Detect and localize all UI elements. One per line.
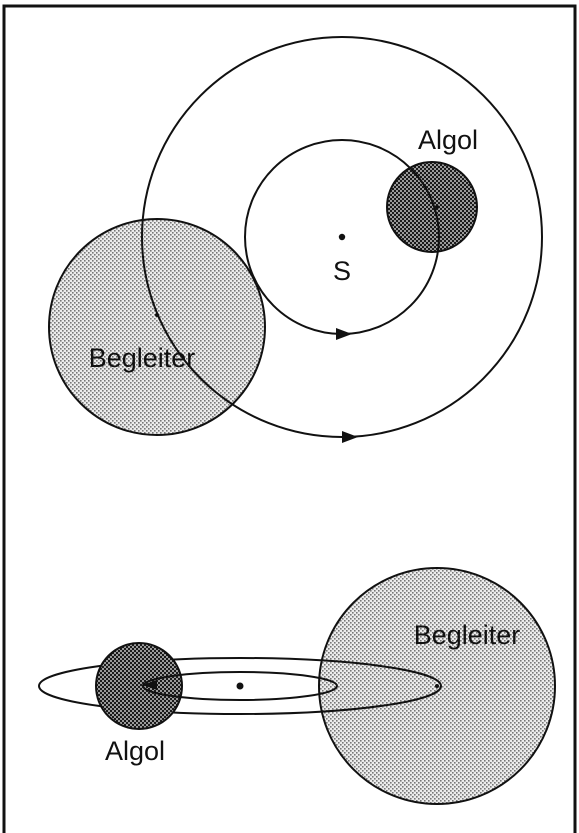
- barycenter-dot: [338, 233, 346, 241]
- barycenter-dot-side: [236, 682, 244, 690]
- companion-label-side: Begleiter: [414, 620, 521, 650]
- primary-star-top: [386, 161, 478, 253]
- barycenter-label: S: [333, 256, 351, 286]
- companion-center-dot-top: [155, 313, 159, 317]
- primary-star-side: [95, 642, 183, 730]
- orbit-arrow-inner: [336, 328, 352, 340]
- primary-label-side: Algol: [105, 736, 165, 766]
- primary-center-dot-top: [435, 205, 439, 209]
- frame-border: [2, 4, 577, 833]
- side-view: Algol Begleiter: [38, 567, 556, 805]
- primary-label-top: Algol: [418, 125, 478, 155]
- companion-orbit-side: [38, 657, 442, 715]
- orbit-arrow-outer: [342, 431, 358, 443]
- top-view: S Algol Begleiter: [48, 36, 543, 443]
- companion-center-dot-side: [435, 684, 439, 688]
- primary-orbit-side: [142, 671, 338, 701]
- companion-label-top: Begleiter: [89, 343, 196, 373]
- companion-star-top: [48, 218, 266, 436]
- orbit-arrow-side: [143, 680, 157, 690]
